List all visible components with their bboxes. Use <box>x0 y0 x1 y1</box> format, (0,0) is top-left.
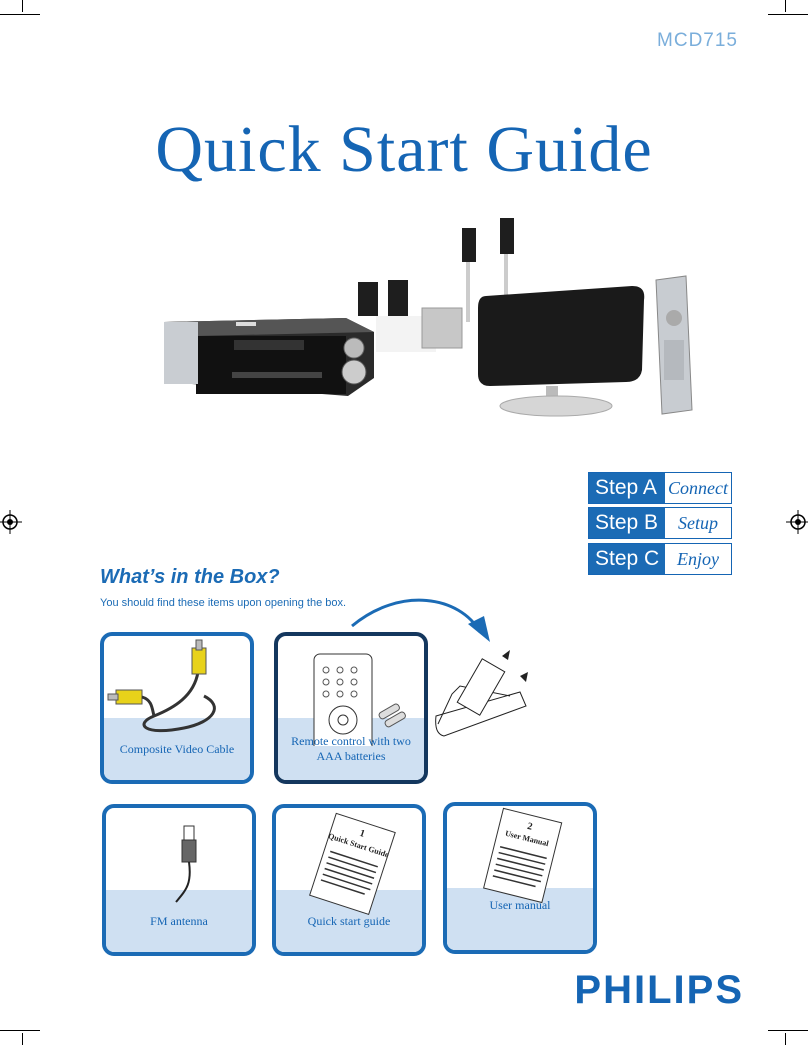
page-title: Quick Start Guide <box>155 113 653 186</box>
item-caption: FM antenna <box>150 913 208 928</box>
crop-mark <box>22 1033 23 1045</box>
philips-logo: PHILIPS <box>574 968 744 1012</box>
crop-mark <box>785 1033 786 1045</box>
step-a-label: Step A <box>589 473 665 503</box>
crop-mark <box>0 14 40 15</box>
crop-mark <box>768 1030 808 1031</box>
remote-control-icon <box>313 653 406 746</box>
step-b-label: Step B <box>589 508 665 538</box>
step-c: Step C Enjoy <box>588 543 732 575</box>
product-photo <box>164 218 693 417</box>
crop-mark <box>768 14 808 15</box>
step-a-word: Connect <box>668 478 728 498</box>
item-card-fm-antenna: FM antenna <box>102 804 256 956</box>
booklet-icon: 2 User Manual <box>483 807 563 904</box>
step-b: Step B Setup <box>588 507 732 539</box>
booklet-number: 2 <box>526 821 534 833</box>
video-cable-icon <box>107 639 216 733</box>
crop-mark <box>0 1030 40 1031</box>
step-c-label: Step C <box>589 544 665 574</box>
booklet-number: 1 <box>358 828 366 840</box>
item-caption: Quick start guide <box>307 913 391 928</box>
registration-mark-icon <box>786 510 808 534</box>
step-c-word: Enjoy <box>677 549 719 569</box>
step-a: Step A Connect <box>588 472 732 504</box>
registration-mark-icon <box>0 510 22 534</box>
item-card-video-cable: Composite Video Cable <box>100 632 254 784</box>
step-b-word: Setup <box>678 513 718 533</box>
item-card-user-manual: 2 User Manual User manual <box>443 802 597 954</box>
battery-insertion-illustration <box>351 598 528 737</box>
item-card-remote: Remote control with two AAA batteries <box>274 632 428 784</box>
crop-mark <box>785 0 786 12</box>
item-caption: Remote control with two AAA batteries <box>291 734 411 763</box>
item-caption: Composite Video Cable <box>119 741 235 756</box>
fm-antenna-icon <box>175 825 197 903</box>
box-subtitle: You should find these items upon opening… <box>100 597 347 609</box>
box-heading: What’s in the Box? <box>100 566 280 588</box>
booklet-icon: 1 Quick Start Guide <box>309 812 396 915</box>
item-caption: User manual <box>489 898 551 912</box>
model-number: MCD715 <box>657 30 738 51</box>
item-card-quick-start-guide: 1 Quick Start Guide Quick start guide <box>272 804 426 956</box>
crop-mark <box>22 0 23 12</box>
